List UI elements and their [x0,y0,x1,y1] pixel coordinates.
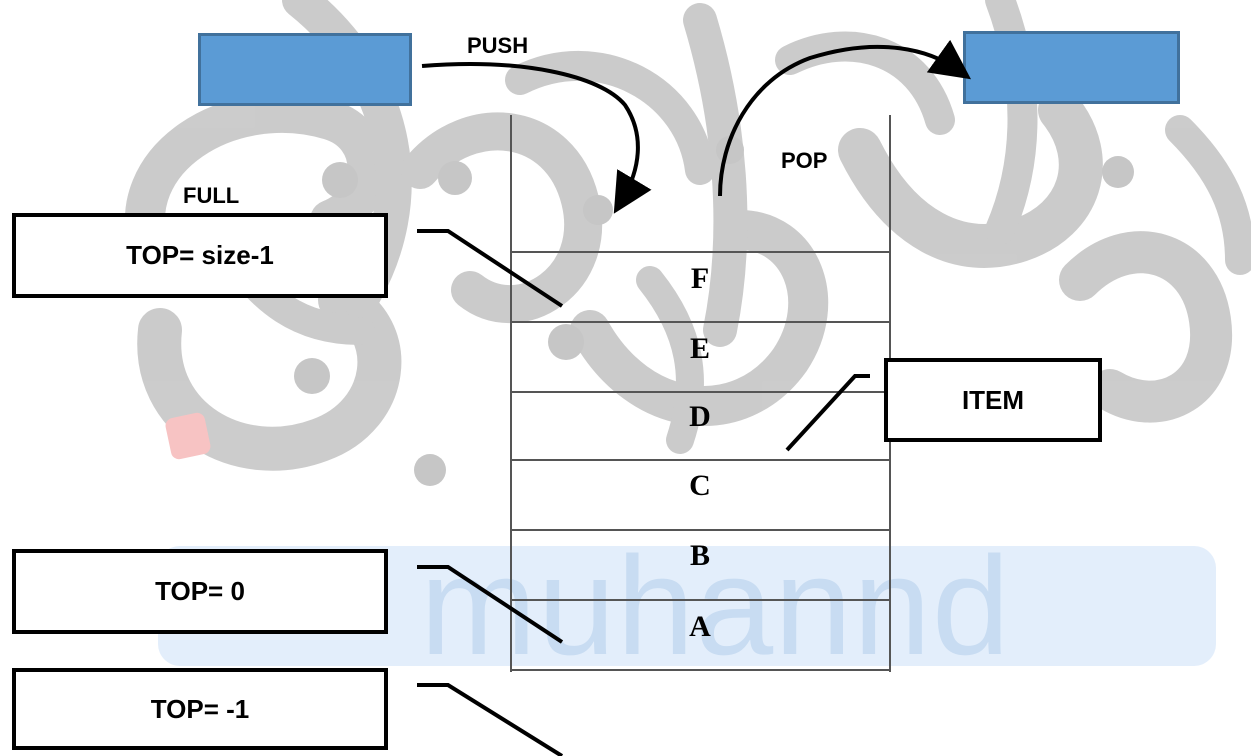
top-empty-box: TOP= -1 [12,668,388,750]
top-zero-box: TOP= 0 [12,549,388,634]
item-box: ITEM [884,358,1102,442]
push-arrow [422,64,638,200]
top-full-box: TOP= size-1 [12,213,388,298]
stack-cell-a: A [510,610,890,644]
push-label: PUSH [467,33,528,59]
leader-line-empty [417,685,562,756]
stack-cell-d: D [510,400,890,434]
stack-cell-c: C [510,469,890,503]
top-full-text: TOP= size-1 [126,240,274,271]
pop-arrow [720,47,958,196]
full-label: FULL [183,183,239,209]
top-zero-text: TOP= 0 [155,576,245,607]
stack-cell-e: E [510,332,890,366]
top-empty-text: TOP= -1 [151,694,250,725]
stack-cell-b: B [510,539,890,573]
item-text: ITEM [962,385,1024,416]
stack-cell-f: F [510,262,890,296]
pop-label: POP [781,148,827,174]
